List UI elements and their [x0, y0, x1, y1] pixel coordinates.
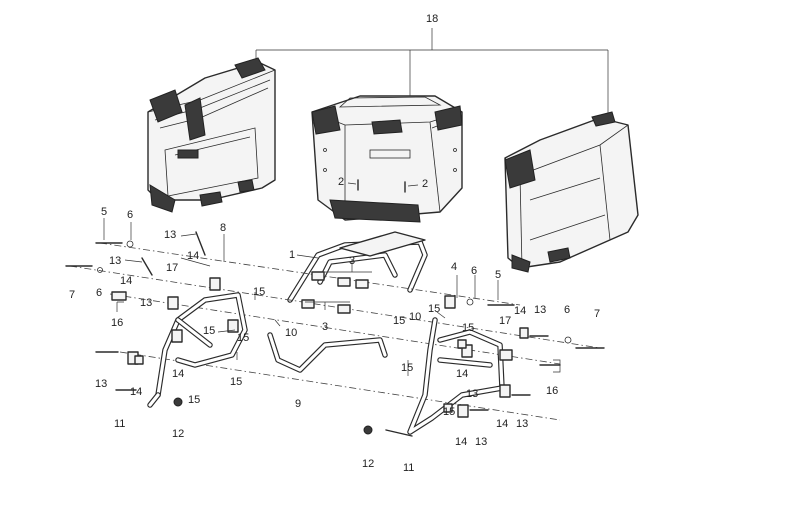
callout-15: 15 [237, 332, 250, 344]
hardware-fasteners [65, 179, 605, 437]
callout-14: 14 [514, 305, 527, 317]
right-side-frame [407, 295, 513, 435]
callout-15: 15 [401, 362, 414, 374]
callout-12: 12 [172, 428, 185, 440]
callout-15: 15 [428, 303, 441, 315]
callout-17: 17 [166, 262, 179, 274]
callout-15: 15 [253, 286, 266, 298]
callout-12: 12 [362, 458, 375, 470]
callout-14: 14 [172, 368, 185, 380]
callout-10: 10 [285, 327, 298, 339]
callout-13: 13 [516, 418, 529, 430]
callout-2: 2 [338, 176, 345, 188]
callout-13: 13 [466, 388, 479, 400]
callout-13: 13 [109, 255, 122, 267]
callout-15: 15 [443, 406, 456, 418]
callout-14: 14 [456, 368, 469, 380]
callout-14: 14 [187, 250, 200, 262]
callout-16: 16 [111, 317, 124, 329]
callout-2: 2 [422, 178, 429, 190]
callout-15: 15 [393, 315, 406, 327]
callout-6: 6 [96, 287, 103, 299]
callout-13: 13 [534, 304, 547, 316]
callout-15: 15 [188, 394, 201, 406]
callout-18: 18 [426, 13, 439, 25]
callout-15: 15 [462, 322, 475, 334]
callout-3: 3 [349, 255, 356, 267]
callout-14: 14 [455, 436, 468, 448]
left-side-case [147, 57, 276, 213]
callout-5: 5 [495, 269, 502, 281]
callout-7: 7 [69, 289, 76, 301]
callout-14: 14 [130, 386, 143, 398]
top-rack-part-1 [287, 231, 428, 303]
callout-13: 13 [475, 436, 488, 448]
callout-17: 17 [499, 315, 512, 327]
callout-6: 6 [471, 265, 478, 277]
rear-bar-part-9 [267, 332, 388, 373]
callout-10: 10 [409, 311, 422, 323]
top-case [311, 95, 463, 223]
callout-5: 5 [101, 206, 108, 218]
callout-7: 7 [594, 308, 601, 320]
callout-13: 13 [140, 297, 153, 309]
callout-16: 16 [546, 385, 559, 397]
callout-3: 3 [322, 321, 329, 333]
callout-8: 8 [220, 222, 227, 234]
callout-9: 9 [295, 398, 302, 410]
callout-6: 6 [564, 304, 571, 316]
callout-13: 13 [95, 378, 108, 390]
callout-1: 1 [289, 249, 296, 261]
callout-11: 11 [403, 462, 415, 474]
callout-13: 13 [164, 229, 177, 241]
callout-6: 6 [127, 209, 134, 221]
right-side-case [504, 111, 639, 273]
callout-14: 14 [120, 275, 133, 287]
callout-15: 15 [203, 325, 216, 337]
callout-leader-lines [103, 182, 561, 376]
callout-15: 15 [230, 376, 243, 388]
callout-11: 11 [114, 418, 126, 430]
left-side-frame [111, 277, 248, 408]
callout-14: 14 [496, 418, 509, 430]
callout-4: 4 [451, 261, 458, 273]
